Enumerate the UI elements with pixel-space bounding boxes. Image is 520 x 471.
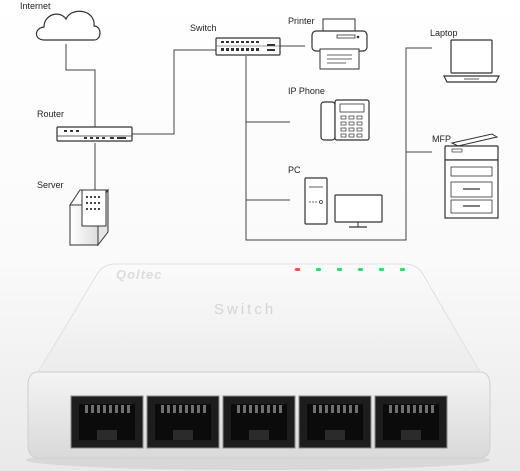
status-led [358,268,363,271]
pc-label: PC [288,165,301,175]
rj45-port[interactable] [146,395,220,449]
cloud-icon [35,10,101,41]
server-label: Server [37,180,64,190]
printer-label: Printer [288,16,315,26]
switch-icon [215,37,281,56]
rj45-port[interactable] [374,395,448,449]
rj45-port[interactable] [222,395,296,449]
pc-icon [304,177,383,228]
status-led [316,268,321,271]
router-label: Router [37,109,64,119]
switch-label: Switch [190,23,217,33]
router-switch-line [132,49,216,135]
connection-lines [65,44,432,241]
switch-device: Qoltec Switch [26,263,491,470]
brand-logo: Qoltec [116,267,162,282]
ip-phone-label: IP Phone [288,86,325,96]
rj45-port[interactable] [298,395,372,449]
mfp-label: MFP [432,134,451,144]
status-led [400,268,405,271]
status-led [337,268,342,271]
internet-router-line [65,44,96,130]
status-leds [295,268,405,271]
rj45-ports [70,395,448,449]
status-led [295,268,300,271]
rj45-port[interactable] [70,395,144,449]
device-label: Switch [214,301,276,318]
internet-label: Internet [20,1,51,11]
switch-trunk-line [245,47,432,241]
status-led [379,268,384,271]
printer-icon [311,18,368,70]
switch-top-panel [37,263,481,373]
ip-phone-icon [320,99,370,141]
router-icon [56,126,133,142]
laptop-icon [443,39,500,83]
mfp-icon [444,133,499,219]
server-icon [69,188,109,247]
laptop-label: Laptop [430,28,458,38]
